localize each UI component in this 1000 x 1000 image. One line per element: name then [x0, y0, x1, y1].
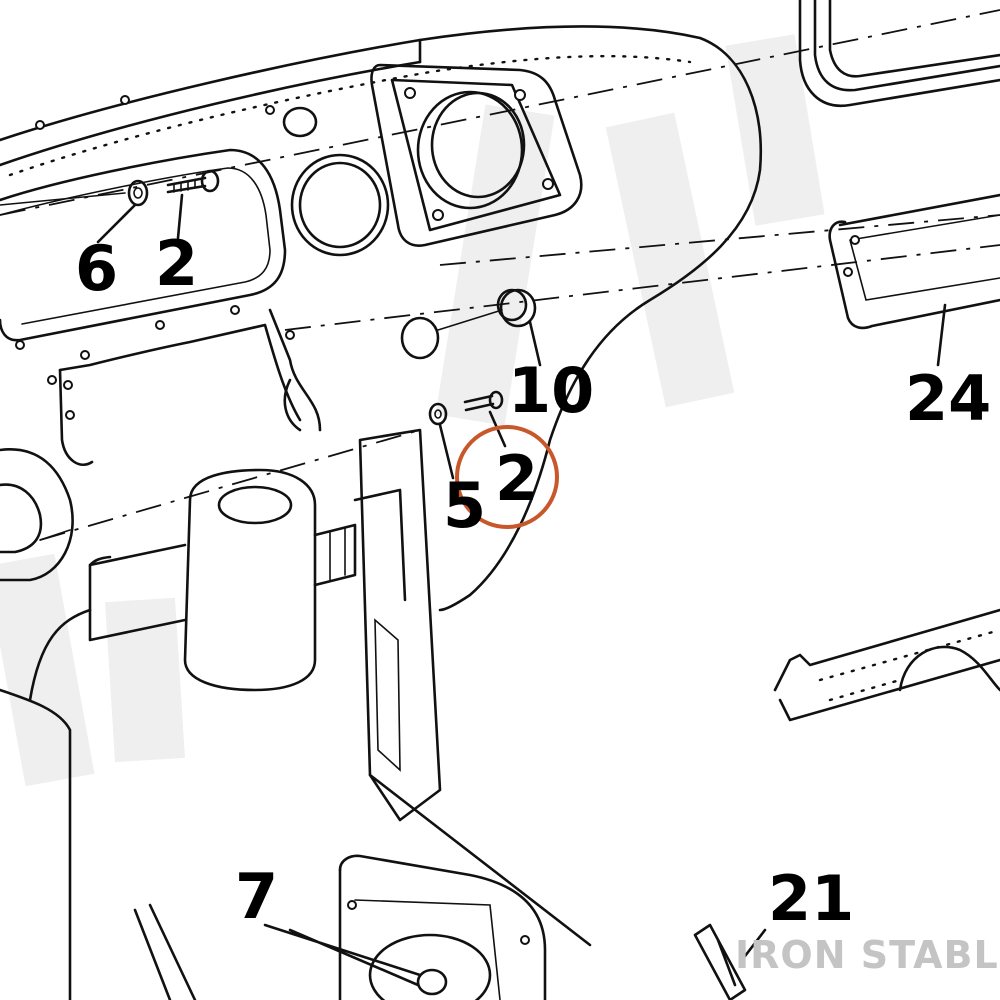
callout-6: 6	[75, 232, 118, 305]
fairing-body	[0, 25, 763, 1000]
callout-21: 21	[768, 862, 854, 935]
left-gauge-panel	[0, 95, 287, 350]
alignment-lines	[0, 9, 1000, 541]
callout-10: 10	[508, 354, 594, 427]
part-7-bracket	[133, 854, 547, 1000]
callout-2-upper: 2	[155, 227, 198, 300]
right-bracket-rail	[773, 608, 1000, 722]
callout-labels: 6 2 10 24 2 5 7 21	[75, 227, 991, 935]
part-10-grommet	[400, 288, 542, 367]
hardware	[0, 169, 507, 480]
left-pipe	[0, 448, 74, 582]
brand-watermark: IRON STABLE	[735, 933, 1000, 977]
callout-24: 24	[905, 362, 991, 435]
highlight-circle	[455, 425, 559, 529]
center-mount	[88, 468, 407, 692]
background-watermark-strokes	[0, 34, 825, 787]
callout-5: 5	[443, 469, 486, 542]
lower-rail	[358, 428, 592, 947]
speaker-housing	[370, 63, 583, 247]
inner-bracket	[47, 308, 322, 467]
part-24-bezel	[828, 193, 1000, 367]
part-21-clip	[693, 923, 767, 1000]
callout-7: 7	[235, 860, 278, 933]
callout-2-lower: 2	[495, 442, 538, 515]
upper-right-window	[798, 0, 1000, 108]
gauge-ring	[282, 106, 390, 257]
